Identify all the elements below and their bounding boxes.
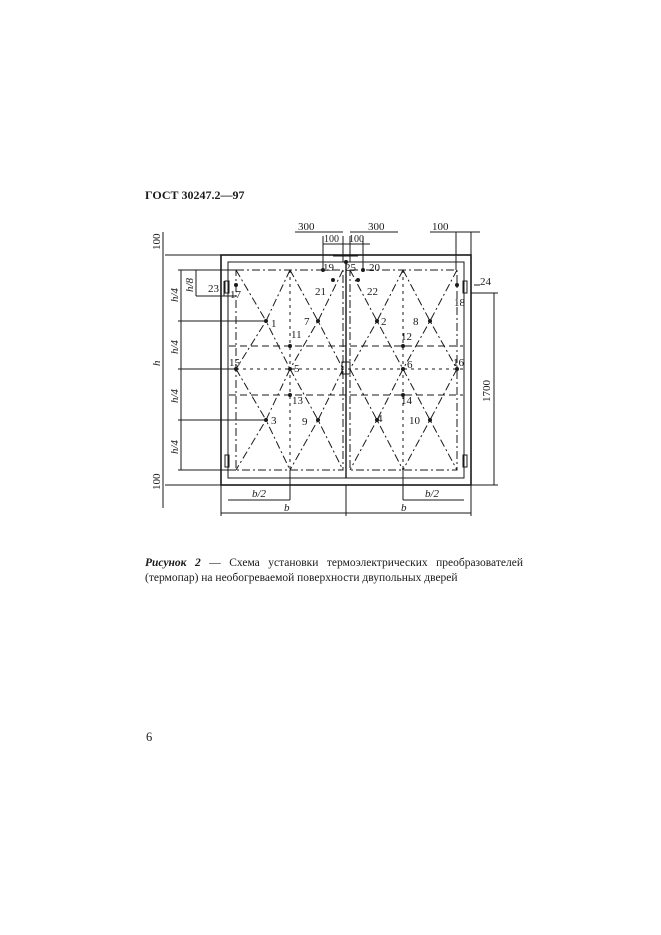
point-label-12: 12 — [401, 331, 412, 343]
point-label-20: 20 — [369, 262, 381, 274]
point-label-9: 9 — [302, 416, 308, 428]
point-label-21: 21 — [315, 286, 326, 298]
dim-h8: h/8 — [184, 277, 196, 292]
point-label-7: 7 — [304, 316, 310, 328]
dim-300-right: 300 — [368, 221, 385, 233]
dim-h4-3: h/4 — [169, 388, 181, 403]
hinge-top-left — [224, 280, 230, 294]
document-code-header: ГОСТ 30247.2—97 — [145, 188, 245, 202]
dim-100-right: 100 — [432, 221, 449, 233]
dim-100-top: 100 — [151, 233, 163, 250]
dim-h4-4: h/4 — [169, 439, 181, 454]
point-label-18: 18 — [454, 297, 466, 309]
point-label-14: 14 — [401, 395, 413, 407]
dim-h4-1: h/4 — [169, 287, 181, 302]
point-label-5: 5 — [294, 363, 300, 375]
point-label-25: 25 — [345, 262, 357, 274]
dim-b2-left: b/2 — [252, 488, 267, 500]
point-label-8: 8 — [413, 316, 419, 328]
hinge-top-right — [462, 280, 468, 294]
figure-caption: Рисунок 2 — Схема установки термоэлектри… — [145, 556, 523, 586]
dim-300-left: 300 — [298, 221, 315, 233]
caption-label: Рисунок 2 — [145, 557, 201, 569]
door-handle — [341, 361, 351, 375]
caption-text: — Схема установки термоэлектрических пре… — [145, 557, 523, 584]
point-label-23: 23 — [208, 283, 220, 295]
dim-h: h — [151, 360, 163, 366]
page-number: 6 — [146, 730, 153, 744]
dim-h4-2: h/4 — [169, 339, 181, 354]
point-label-1: 1 — [271, 318, 277, 330]
point-label-19: 19 — [323, 262, 335, 274]
dim-1700: 1700 — [481, 380, 493, 403]
point-label-3: 3 — [271, 415, 277, 427]
hinge-bottom-right — [462, 454, 468, 468]
dim-100-bottom: 100 — [151, 473, 163, 490]
dim-b-left: b — [284, 502, 290, 514]
dim-b-right: b — [401, 502, 407, 514]
point-label-17: 17 — [230, 289, 242, 301]
point-label-6: 6 — [407, 359, 413, 371]
dim-100-b: 100 — [349, 234, 364, 245]
hinge-bottom-left — [224, 454, 230, 468]
dim-b2-right: b/2 — [425, 488, 440, 500]
point-label-24: 24 — [480, 276, 492, 288]
point-label-4: 4 — [377, 413, 383, 425]
point-label-15: 15 — [229, 357, 241, 369]
point-label-13: 13 — [292, 395, 304, 407]
point-label-10: 10 — [409, 415, 421, 427]
point-label-11: 11 — [291, 329, 302, 341]
point-label-2: 2 — [381, 316, 387, 328]
point-label-22: 22 — [367, 286, 378, 298]
point-label-16: 16 — [453, 357, 465, 369]
dim-100-a: 100 — [324, 234, 339, 245]
